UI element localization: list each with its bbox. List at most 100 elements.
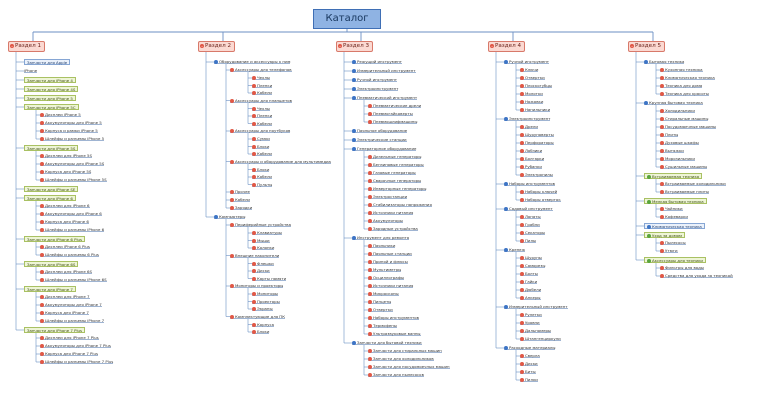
group-node[interactable]: Запчасти для бытовой техники [352, 340, 422, 345]
leaf-node[interactable]: Сверла [520, 353, 540, 358]
leaf-node[interactable]: Кофеварки [660, 214, 688, 219]
group-node[interactable]: Наборы инструментов [504, 181, 555, 186]
leaf-node[interactable]: Шуруповерты [520, 132, 554, 137]
leaf-node[interactable]: Мультиметры [368, 267, 402, 272]
group-node[interactable]: Оборудование и аксессуары к ним [214, 59, 291, 64]
leaf-node[interactable]: Саморезы [520, 263, 546, 268]
leaf-node[interactable]: Запчасти для пылесосов [368, 372, 424, 377]
leaf-node[interactable]: Чехлы [252, 75, 270, 80]
leaf-node[interactable]: Техника для дома [660, 83, 703, 88]
leaf-node[interactable]: Диски [252, 268, 270, 273]
leaf-node[interactable]: Встраиваемые плиты [660, 189, 710, 194]
leaf-node[interactable]: Термофены [368, 323, 397, 328]
leaf-node[interactable]: Аккумуляторы для iPhone 7 Plus [40, 343, 111, 348]
leaf-node[interactable]: Корпуса для iPhone 5S [40, 169, 92, 174]
leaf-node[interactable]: Сварочные генераторы [368, 178, 422, 183]
leaf-node[interactable]: Блоки [252, 144, 270, 149]
leaf-node[interactable]: Дюбели [520, 287, 542, 292]
leaf-node[interactable]: Аккумуляторы для iPhone 5S [40, 161, 105, 166]
leaf-node[interactable]: Дизельные генераторы [368, 154, 422, 159]
leaf-node[interactable]: Пульты [252, 182, 273, 187]
group-node[interactable]: Запчасти для iPhone 5C [24, 104, 79, 110]
subgroup-node[interactable]: Аксессуары и оборудование для мультимеди… [230, 159, 331, 164]
leaf-node[interactable]: Морозильники [660, 156, 695, 161]
leaf-node[interactable]: Источники питания [368, 210, 414, 215]
subgroup-node[interactable]: Аксессуары для планшетов [230, 98, 292, 103]
leaf-node[interactable]: Шлейфы и разъемы 6 Plus [40, 252, 99, 257]
leaf-node[interactable]: Анкеры [520, 295, 541, 300]
group-node[interactable]: Мелкая бытовая техника [644, 198, 707, 204]
subgroup-node[interactable]: Мониторы и проекторы [230, 283, 284, 288]
leaf-node[interactable]: Запчасти для холодильников [368, 356, 434, 361]
leaf-node[interactable]: Корпуса [252, 322, 274, 327]
group-node[interactable]: Электрические станции [352, 137, 407, 142]
leaf-node[interactable]: Газовые генераторы [368, 170, 416, 175]
group-node[interactable]: Запчасти для iPhone 5 [24, 95, 76, 101]
group-node[interactable]: Запчасти для iPhone 6 Plus [24, 236, 86, 242]
subgroup-node[interactable]: Кабели [230, 197, 250, 202]
leaf-node[interactable]: Рулетки [520, 312, 542, 317]
leaf-node[interactable]: Лопаты [520, 214, 541, 219]
group-node[interactable]: Бытовая техника [644, 59, 685, 64]
leaf-node[interactable]: Аккумуляторы для iPhone 6 [40, 211, 102, 216]
group-node[interactable]: Запчасти для iPhone 7 Plus [24, 327, 86, 333]
group-node[interactable]: Крепеж [504, 247, 526, 252]
group-node[interactable]: Пневматический инструмент [352, 95, 418, 100]
group-node[interactable]: Уход за домом [644, 232, 685, 238]
leaf-node[interactable]: Сушильные машины [660, 164, 708, 169]
leaf-node[interactable]: Аккумуляторы [368, 218, 403, 223]
group-node[interactable]: Электроинструмент [504, 116, 551, 121]
leaf-node[interactable]: Микроскопы [368, 291, 399, 296]
group-node[interactable]: Аксессуары для техники [644, 257, 706, 263]
leaf-node[interactable]: Дисплеи для iPhone 7 Plus [40, 335, 99, 340]
leaf-node[interactable]: Дальномеры [520, 328, 551, 333]
leaf-node[interactable]: Отвертки [368, 307, 393, 312]
section-node[interactable]: −Раздел 3 [336, 41, 373, 52]
leaf-node[interactable]: Средства для ухода за техникой [660, 273, 733, 278]
group-node[interactable]: Запчасти для Apple [24, 59, 71, 65]
leaf-node[interactable]: Бензиновые генераторы [368, 162, 424, 167]
subgroup-node[interactable]: Аксессуары для телефонов [230, 67, 292, 72]
group-node[interactable]: Запчасти для iPhone 7 [24, 286, 76, 292]
leaf-node[interactable]: Мониторы [252, 291, 278, 296]
leaf-node[interactable]: Клавиатуры [252, 230, 282, 235]
leaf-node[interactable]: Зарядные устройства [368, 226, 418, 231]
leaf-node[interactable]: Инверторные генераторы [368, 186, 427, 191]
group-node[interactable]: Климатическая техника [644, 223, 705, 229]
leaf-node[interactable]: Экраны [252, 306, 273, 311]
leaf-node[interactable]: Шлейфы и разъемы iPhone 6 [40, 227, 105, 232]
leaf-node[interactable]: Пневмогайковерты [368, 111, 413, 116]
leaf-node[interactable]: Корпуса и рамки iPhone 5 [40, 128, 98, 133]
leaf-node[interactable]: Проекторы [252, 299, 280, 304]
leaf-node[interactable]: Паяльники [368, 243, 396, 248]
leaf-node[interactable]: Аккумуляторы для iPhone 7 [40, 302, 102, 307]
leaf-node[interactable]: Дисплеи iPhone 6 Plus [40, 244, 90, 249]
leaf-node[interactable]: Стиральные машины [660, 116, 709, 121]
leaf-node[interactable]: Дрели [520, 124, 538, 129]
collapse-icon[interactable]: − [10, 43, 14, 48]
leaf-node[interactable]: Наборы инструментов [368, 315, 419, 320]
group-node[interactable]: Встраиваемая техника [644, 173, 703, 179]
leaf-node[interactable]: Кухонная техника [660, 67, 703, 72]
leaf-node[interactable]: Наборы отверток [520, 197, 561, 202]
leaf-node[interactable]: Утюги [660, 248, 678, 253]
leaf-node[interactable]: Паяльные станции [368, 251, 412, 256]
leaf-node[interactable]: Припой и флюсы [368, 259, 408, 264]
leaf-node[interactable]: Стабилизаторы напряжения [368, 202, 432, 207]
group-node[interactable]: Измерительный инструмент [352, 68, 416, 73]
group-node[interactable]: Ручной инструмент [504, 59, 550, 64]
group-node[interactable]: Паяльное оборудование [352, 128, 408, 133]
collapse-icon[interactable]: − [338, 43, 342, 48]
leaf-node[interactable]: Корпуса для iPhone 6 [40, 219, 89, 224]
leaf-node[interactable]: Встраиваемые холодильники [660, 181, 726, 186]
leaf-node[interactable]: Пинцеты [368, 299, 392, 304]
group-node[interactable]: Компьютеры [214, 214, 246, 219]
group-node[interactable]: Режущий инструмент [352, 59, 402, 64]
subgroup-node[interactable]: Периферийные устройства [230, 222, 291, 227]
leaf-node[interactable]: Пылесосы [660, 240, 686, 245]
leaf-node[interactable]: Шлейфы и разъемы iPhone 5 [40, 136, 105, 141]
leaf-node[interactable]: Корпуса для iPhone 7 [40, 310, 89, 315]
leaf-node[interactable]: Болты [520, 271, 538, 276]
leaf-node[interactable]: Шлейфы и разъемы iPhone 5S [40, 177, 107, 182]
leaf-node[interactable]: Мыши [252, 238, 270, 243]
